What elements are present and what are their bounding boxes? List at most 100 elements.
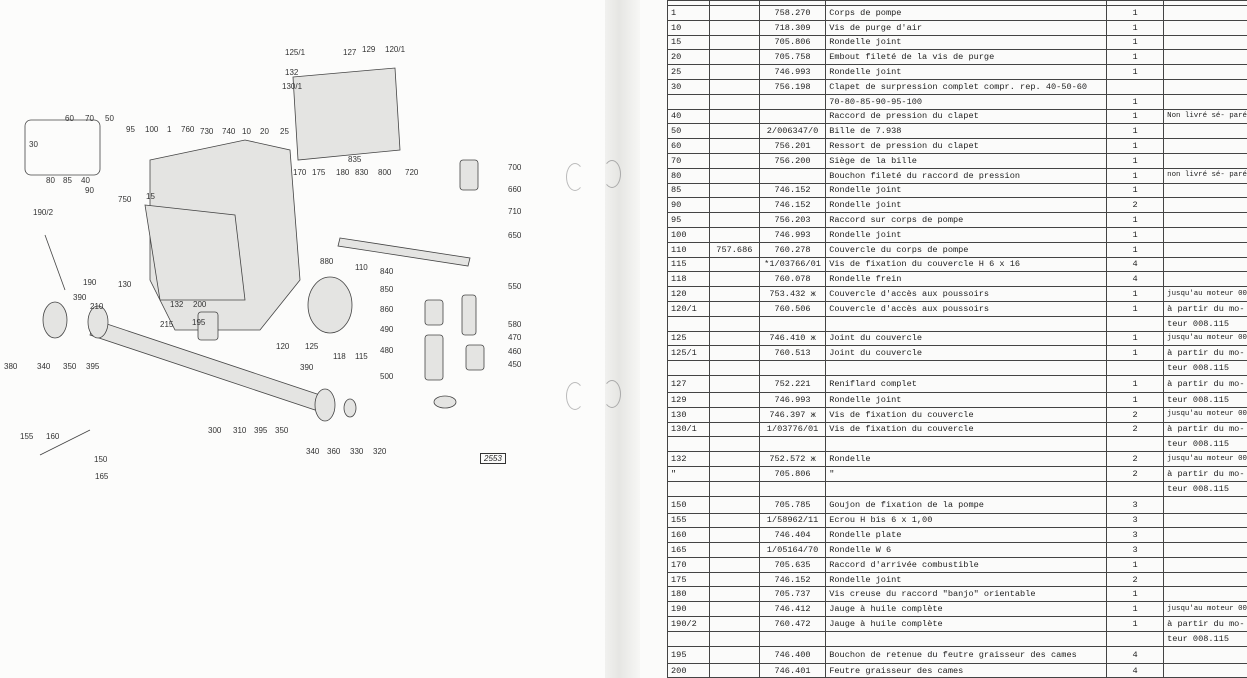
cell-part-number: 746.412 bbox=[758, 601, 827, 618]
cell-quantity: 1 bbox=[1105, 19, 1165, 36]
cell-alt-part-number bbox=[708, 300, 760, 317]
cell-quantity: 1 bbox=[1105, 616, 1165, 632]
cell-ref-number bbox=[667, 630, 710, 647]
part-number-text: 1/05164/70 bbox=[766, 544, 819, 555]
ref-number-text: 85 bbox=[671, 185, 682, 196]
cell-remark bbox=[1163, 527, 1247, 544]
cell-remark bbox=[1163, 512, 1247, 529]
cell-alt-part-number bbox=[708, 138, 760, 154]
cell-part-number: 705.737 bbox=[758, 586, 827, 603]
cell-part-number: 746.993 bbox=[758, 226, 827, 243]
part-number-text: 705.737 bbox=[774, 589, 811, 600]
cell-description: Raccord sur corps de pompe bbox=[825, 212, 1107, 228]
cell-quantity: 2 bbox=[1105, 571, 1165, 588]
cell-ref-number: 100 bbox=[667, 226, 710, 243]
description-text: Couvercle du corps de pompe bbox=[829, 244, 969, 255]
cell-alt-part-number bbox=[708, 108, 760, 125]
cell-quantity: 1 bbox=[1105, 286, 1165, 302]
callout-label: 800 bbox=[378, 168, 392, 177]
callout-label: 710 bbox=[508, 207, 522, 216]
cell-description: Jauge à huile complète bbox=[825, 616, 1107, 632]
cell-remark bbox=[1163, 34, 1247, 51]
cell-alt-part-number bbox=[708, 495, 760, 514]
cell-ref-number: 120 bbox=[667, 286, 710, 302]
callout-label: 760 bbox=[181, 125, 195, 134]
cell-part-number bbox=[758, 93, 827, 110]
part-number-text: 705.806 bbox=[774, 37, 811, 48]
cell-alt-part-number bbox=[708, 226, 760, 243]
callout-label: 195 bbox=[192, 318, 206, 327]
cell-description: Clapet de surpression complet compr. rep… bbox=[825, 78, 1107, 95]
cell-quantity: 1 bbox=[1105, 93, 1165, 110]
cell-alt-part-number bbox=[708, 34, 760, 51]
cell-quantity: 1 bbox=[1105, 5, 1165, 21]
cell-quantity: 1 bbox=[1105, 330, 1165, 347]
part-number-text: 746.412 bbox=[774, 604, 811, 615]
ref-number-text: 80 bbox=[671, 170, 682, 181]
description-text: Rondelle joint bbox=[829, 37, 902, 48]
callout-label: 340 bbox=[306, 447, 320, 456]
cell-part-number bbox=[758, 108, 827, 125]
cell-part-number: 1/58962/11 bbox=[758, 512, 827, 529]
quantity-text: 1 bbox=[1132, 126, 1138, 137]
cell-part-number: 752.221 bbox=[758, 374, 827, 393]
cell-ref-number bbox=[667, 315, 710, 332]
cell-alt-part-number bbox=[708, 286, 760, 302]
cell-remark bbox=[1163, 64, 1247, 80]
cell-alt-part-number bbox=[708, 152, 760, 169]
cell-description: Joint du couvercle bbox=[825, 330, 1107, 347]
cell-quantity: 1 bbox=[1105, 182, 1165, 199]
cell-alt-part-number bbox=[708, 5, 760, 21]
quantity-text: 3 bbox=[1132, 499, 1138, 510]
part-number-text: 756.203 bbox=[774, 215, 811, 226]
cell-ref-number: 190 bbox=[667, 601, 710, 618]
cell-remark bbox=[1163, 495, 1247, 514]
cell-quantity: 1 bbox=[1105, 374, 1165, 393]
cell-quantity: 4 bbox=[1105, 271, 1165, 288]
quantity-text: 1 bbox=[1132, 155, 1138, 166]
cell-alt-part-number bbox=[708, 512, 760, 529]
quantity-text: 2 bbox=[1132, 200, 1138, 211]
callout-label: 95 bbox=[126, 125, 135, 134]
callout-label: 350 bbox=[63, 362, 77, 371]
cell-part-number bbox=[758, 436, 827, 453]
callout-label: 10 bbox=[242, 127, 251, 136]
cell-alt-part-number bbox=[708, 421, 760, 438]
quantity-text: 1 bbox=[1132, 170, 1138, 181]
cell-part-number: 756.203 bbox=[758, 212, 827, 228]
description-text: Rondelle frein bbox=[829, 274, 902, 285]
cell-quantity: 1 bbox=[1105, 49, 1165, 66]
ref-number-text: 150 bbox=[671, 499, 687, 510]
cell-description: Goujon de fixation de la pompe bbox=[825, 495, 1107, 514]
callout-label: 129 bbox=[362, 45, 376, 54]
cell-remark bbox=[1163, 19, 1247, 36]
remark-text: Non livré sé- parément bbox=[1167, 111, 1247, 120]
ref-number-text: 175 bbox=[671, 574, 687, 585]
cell-quantity: 1 bbox=[1105, 138, 1165, 154]
cell-description: Couvercle du corps de pompe bbox=[825, 241, 1107, 258]
cell-quantity: 1 bbox=[1105, 152, 1165, 169]
cell-quantity bbox=[1105, 360, 1165, 376]
description-text: Corps de pompe bbox=[829, 7, 902, 18]
cell-part-number: 746.397 ж bbox=[758, 406, 827, 423]
cell-ref-number: 180 bbox=[667, 586, 710, 603]
cell-description: Jauge à huile complète bbox=[825, 601, 1107, 618]
cell-part-number: 746.400 bbox=[758, 645, 827, 664]
table-row: teur 008.115 bbox=[667, 315, 1247, 332]
part-number-text: 756.198 bbox=[774, 81, 811, 92]
cell-remark: teur 008.115 bbox=[1163, 630, 1247, 647]
quantity-text: 1 bbox=[1132, 244, 1138, 255]
part-number-text: 756.201 bbox=[774, 141, 811, 152]
cell-quantity: 1 bbox=[1105, 64, 1165, 80]
callout-label: 170 bbox=[293, 168, 307, 177]
cell-alt-part-number bbox=[708, 645, 760, 664]
cell-remark: jusqu'au moteur 008.114 bbox=[1163, 406, 1247, 423]
exploded-diagram-page: 125/1 127 129 120/1 132 130/1 60 70 50 3… bbox=[0, 0, 605, 678]
description-text: Jauge à huile complète bbox=[829, 604, 943, 615]
callout-label: 660 bbox=[508, 185, 522, 194]
callout-label: 110 bbox=[355, 263, 368, 272]
